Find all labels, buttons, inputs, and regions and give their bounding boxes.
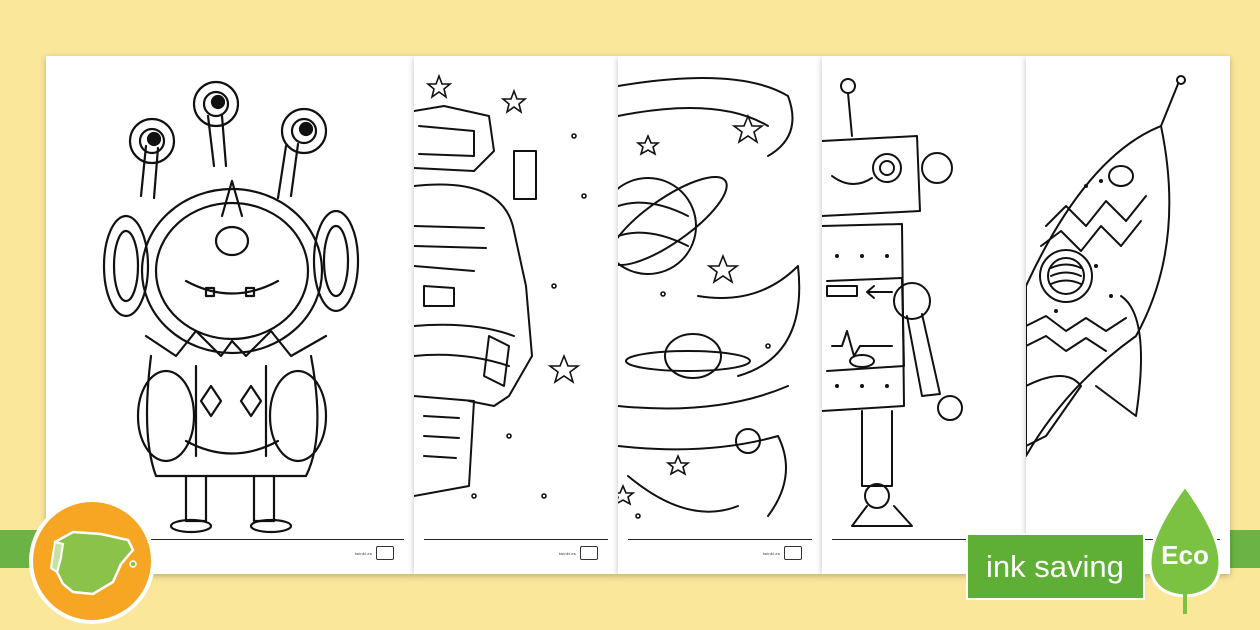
footer-line (832, 539, 1016, 540)
coloring-sheet-alien: twinkl.es (46, 56, 414, 574)
footer-text: twinkl.es (558, 551, 576, 556)
ink-saving-label: ink saving (986, 548, 1124, 584)
coloring-sheet-robot: twinkl.es (822, 56, 1026, 574)
eco-label: Eco (1161, 540, 1209, 570)
twinkl-logo-icon (376, 546, 394, 560)
alien-icon (102, 80, 360, 534)
coloring-sheet-planets: twinkl.es (618, 56, 822, 574)
planets-icon (618, 77, 801, 519)
astronaut-icon (414, 73, 587, 499)
robot-icon (822, 78, 963, 527)
footer-text: twinkl.es (354, 551, 372, 556)
footer-text: twinkl.es (762, 551, 780, 556)
coloring-sheet-rocket: twinkl.es (1026, 56, 1230, 574)
spain-map-badge (33, 502, 151, 620)
footer-line (56, 539, 404, 540)
ink-saving-banner: ink saving (966, 533, 1145, 600)
coloring-sheet-astronaut: twinkl.es (414, 56, 618, 574)
spain-map-icon (49, 530, 137, 596)
twinkl-logo-icon (580, 546, 598, 560)
twinkl-logo-icon (784, 546, 802, 560)
rocket-icon (1026, 75, 1186, 457)
footer-line (628, 539, 812, 540)
footer-line (424, 539, 608, 540)
leaf-icon (1148, 484, 1222, 614)
